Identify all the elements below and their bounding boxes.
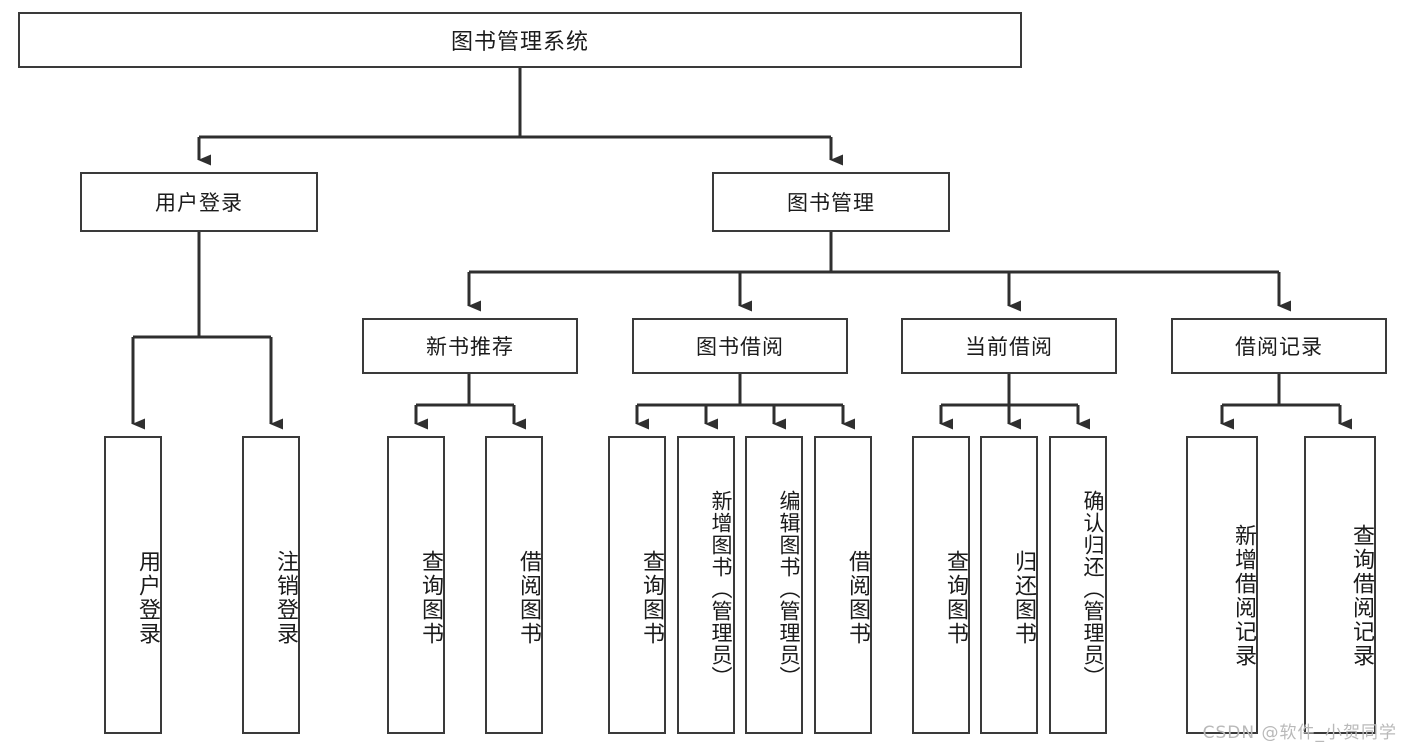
leaf-borrow-book-1[interactable]: 借阅图书 <box>485 436 543 734</box>
leaf-return-book[interactable]: 归还图书 <box>980 436 1038 734</box>
leaf-query-book-3[interactable]: 查询图书 <box>912 436 970 734</box>
node-borrow-record[interactable]: 借阅记录 <box>1171 318 1387 374</box>
leaf-edit-book[interactable]: 编辑图书（管理员） <box>745 436 803 734</box>
node-book-management[interactable]: 图书管理 <box>712 172 950 232</box>
leaf-confirm-return[interactable]: 确认归还（管理员） <box>1049 436 1107 734</box>
node-current-borrow[interactable]: 当前借阅 <box>901 318 1117 374</box>
node-new-book-recommend[interactable]: 新书推荐 <box>362 318 578 374</box>
leaf-logout-login[interactable]: 注销登录 <box>242 436 300 734</box>
leaf-user-login[interactable]: 用户登录 <box>104 436 162 734</box>
leaf-query-book-1[interactable]: 查询图书 <box>387 436 445 734</box>
leaf-query-borrow-record[interactable]: 查询借阅记录 <box>1304 436 1376 734</box>
node-book-borrow[interactable]: 图书借阅 <box>632 318 848 374</box>
leaf-add-borrow-record[interactable]: 新增借阅记录 <box>1186 436 1258 734</box>
leaf-add-book[interactable]: 新增图书（管理员） <box>677 436 735 734</box>
node-user-login[interactable]: 用户登录 <box>80 172 318 232</box>
leaf-query-book-2[interactable]: 查询图书 <box>608 436 666 734</box>
node-root[interactable]: 图书管理系统 <box>18 12 1022 68</box>
leaf-borrow-book-2[interactable]: 借阅图书 <box>814 436 872 734</box>
csdn-watermark: CSDN @软件_小贺同学 <box>1202 723 1397 743</box>
